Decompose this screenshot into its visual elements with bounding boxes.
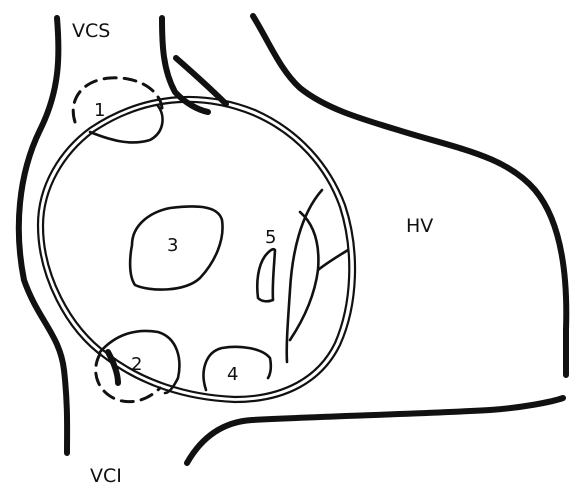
region-3-label: 3 [167, 235, 178, 256]
hv-bottom-contour [187, 398, 563, 463]
right-inner-curve-b [318, 250, 348, 270]
region-2-label: 2 [131, 354, 142, 375]
right-inner-curve-a [290, 212, 318, 340]
region-5-label: 5 [265, 227, 276, 248]
region-4-label: 4 [227, 364, 238, 385]
vcs-label: VCS [72, 20, 110, 42]
main-oval-inner [43, 102, 349, 397]
region-1-label: 1 [94, 100, 105, 121]
region-1-dashed-circle [73, 78, 162, 122]
vci-label: VCI [90, 465, 122, 483]
hv-label: HV [406, 215, 433, 237]
main-oval-outer [38, 97, 355, 402]
region-5-shape [257, 249, 275, 301]
